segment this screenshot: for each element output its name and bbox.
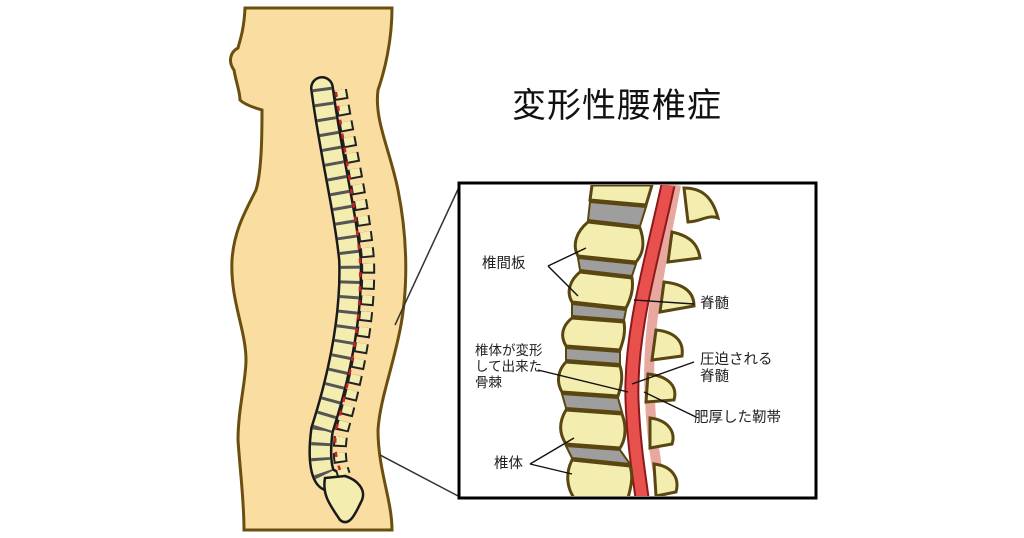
body-silhouette (229, 6, 408, 532)
label-bone-spur: 椎体が変形 して出来た 骨棘 (475, 343, 543, 391)
inset-spine (557, 185, 721, 496)
label-spinal-cord: 脊髄 (700, 296, 729, 312)
label-vertebral-body: 椎体 (494, 456, 523, 472)
callout-line-top (394, 184, 461, 326)
label-compressed-cord: 圧迫される 脊髄 (700, 352, 773, 385)
label-thickened-ligament: 肥厚した靭帯 (694, 410, 781, 426)
pointer-lines (529, 247, 697, 475)
callout-line-bottom (379, 454, 461, 498)
label-disc: 椎間板 (482, 256, 526, 272)
page-title: 変形性腰椎症 (512, 86, 722, 126)
spine-column (308, 76, 376, 524)
